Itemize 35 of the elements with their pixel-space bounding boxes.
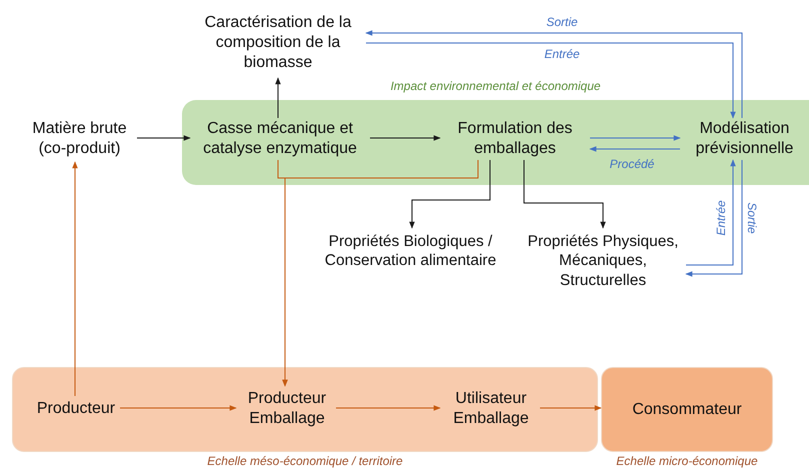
arrow: [524, 160, 606, 229]
arrow: [366, 42, 736, 119]
arrow: [336, 405, 441, 411]
arrow: [686, 159, 736, 266]
process-label: Casse mécanique et catalyse enzymatique: [190, 118, 370, 160]
process-label: Modélisation prévisionnelle: [680, 118, 809, 160]
process-label: Formulation des emballages: [440, 118, 590, 160]
output-label: Propriétés Physiques, Mécaniques, Structurelles: [520, 228, 686, 294]
arrow: [275, 77, 281, 118]
edge-label: Entrée: [542, 46, 582, 62]
arrow: [120, 405, 237, 411]
edge-label: Sortie: [544, 14, 580, 30]
band-caption: Echelle méso-économique / territoire: [206, 454, 404, 468]
actor-label: Producteur: [31, 397, 121, 421]
arrow: [590, 135, 681, 141]
scale-caption: Echelle micro-économique: [615, 454, 759, 468]
arrow: [72, 161, 78, 396]
arrow: [409, 160, 490, 229]
actor-label: Utilisateur Emballage: [441, 387, 541, 431]
arrow: [540, 405, 602, 411]
band-caption: Impact environnemental et économique: [389, 79, 602, 93]
arrow: [365, 30, 742, 118]
output-label: Propriétés Biologiques / Conservation alimentaire: [303, 228, 518, 274]
arrow: [685, 160, 742, 277]
edge-label: Entrée: [714, 198, 728, 238]
edge-label: Procédé: [608, 156, 656, 172]
arrow: [589, 146, 680, 152]
arrow: [282, 160, 478, 387]
input-label: Matière brute (co-produit): [22, 116, 137, 162]
actor-label: Producteur Emballage: [237, 387, 337, 431]
arrow: [370, 135, 441, 141]
arrow: [136, 135, 191, 141]
edge-label: Sortie: [744, 200, 760, 236]
output-label: Caractérisation de la composition de la biomasse: [190, 8, 366, 78]
actor-name: Consommateur: [632, 400, 742, 420]
